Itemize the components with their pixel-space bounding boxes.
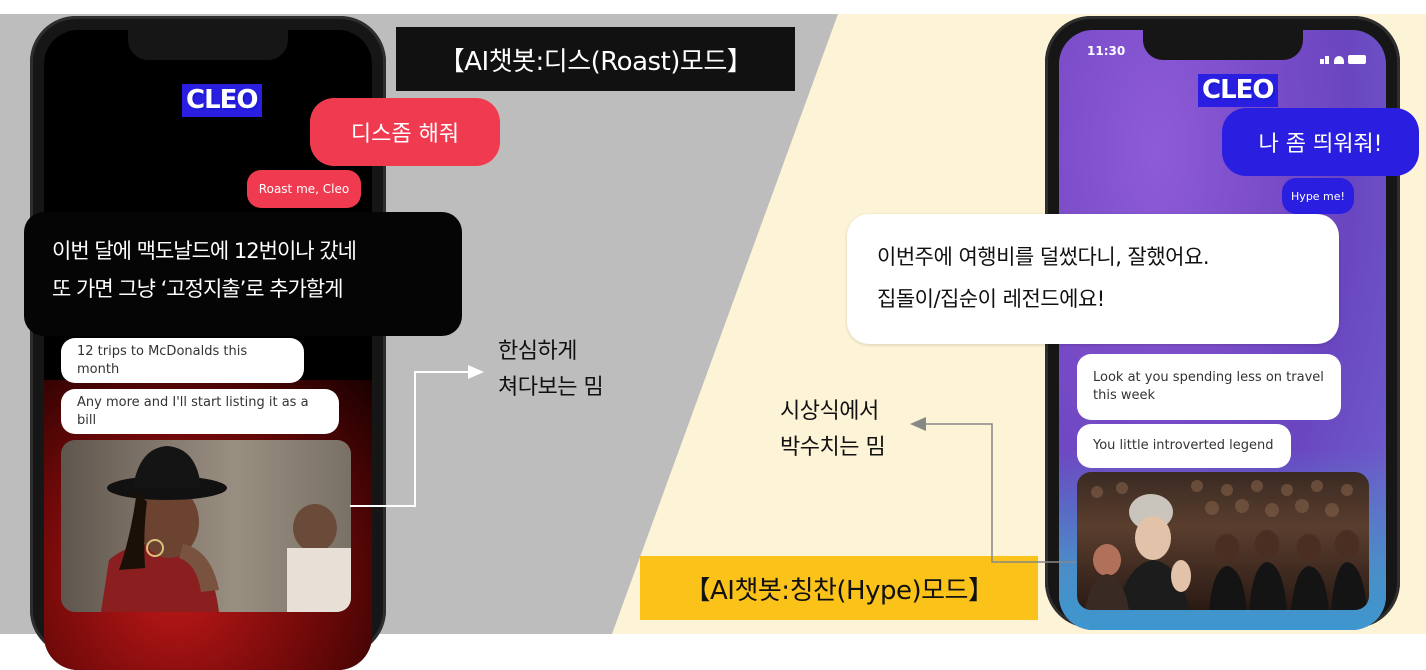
- signal-icon: [1320, 59, 1324, 64]
- roast-mode-title: 【AI챗봇:디스(Roast)모드】: [396, 27, 795, 91]
- hype-arrowhead-icon: [910, 417, 926, 431]
- hype-meme-illustration: [1085, 480, 1367, 610]
- roast-request-en-bubble: Roast me, Cleo: [247, 170, 361, 208]
- hype-mode-title-text: 【AI챗봇:칭찬(Hype)모드】: [684, 575, 994, 606]
- hype-reply-1: Look at you spending less on travel this…: [1077, 354, 1341, 420]
- hype-cleo-logo: CLEO: [1198, 74, 1278, 107]
- hype-caption-line1: 시상식에서: [780, 399, 879, 424]
- roast-reply-1-text: 12 trips to McDonalds this month: [77, 343, 248, 377]
- wifi-icon: [1334, 56, 1344, 64]
- roast-request-en-text: Roast me, Cleo: [258, 182, 350, 196]
- roast-overlay-line1: 이번 달에 맥도날드에 12번이나 갔네: [52, 239, 357, 263]
- hype-meme-image: [1077, 472, 1369, 610]
- roast-arrow-connector: [350, 371, 470, 507]
- roast-meme-image: [61, 440, 351, 612]
- roast-request-ko-text: 디스좀 해줘: [350, 122, 460, 147]
- roast-mode-title-text: 【AI챗봇:디스(Roast)모드】: [438, 46, 753, 77]
- roast-korean-overlay: 이번 달에 맥도날드에 12번이나 갔네 또 가면 그냥 ‘고정지출’로 추가할…: [24, 212, 462, 336]
- hype-status-icons: [1320, 45, 1370, 64]
- hype-reply-2: You little introverted legend: [1077, 424, 1291, 468]
- hype-request-ko-bubble: 나 좀 띄워줘!: [1222, 108, 1419, 176]
- roast-reply-2-text: Any more and I'll start listing it as a …: [77, 394, 309, 428]
- roast-overlay-line2: 또 가면 그냥 ‘고정지출’로 추가할게: [52, 277, 344, 301]
- roast-phone-notch: [128, 30, 288, 60]
- hype-request-en-text: Hype me!: [1291, 189, 1345, 203]
- roast-arrowhead-icon: [468, 365, 484, 379]
- signal-icon-bar: [1325, 56, 1329, 64]
- hype-request-en-bubble: Hype me!: [1282, 178, 1354, 214]
- hype-overlay-line2: 집돌이/집순이 레전드에요!: [877, 287, 1105, 311]
- roast-reply-1: 12 trips to McDonalds this month: [61, 338, 304, 383]
- roast-cleo-logo: CLEO: [182, 84, 262, 117]
- hype-korean-overlay: 이번주에 여행비를 덜썼다니, 잘했어요. 집돌이/집순이 레전드에요!: [847, 214, 1339, 344]
- hype-mode-title: 【AI챗봇:칭찬(Hype)모드】: [640, 556, 1038, 620]
- roast-meme-caption: 한심하게 쳐다보는 밈: [498, 334, 604, 406]
- roast-request-ko-bubble: 디스좀 해줘: [310, 98, 500, 166]
- hype-status-time: 11:30: [1087, 44, 1126, 58]
- connector-arrows: [350, 365, 1076, 563]
- roast-caption-line1: 한심하게: [498, 339, 577, 364]
- hype-meme-caption: 시상식에서 박수치는 밈: [780, 394, 886, 466]
- hype-caption-line2: 박수치는 밈: [780, 435, 886, 460]
- battery-icon: [1348, 55, 1366, 64]
- roast-meme-illustration: [61, 440, 351, 612]
- hype-request-ko-text: 나 좀 띄워줘!: [1258, 132, 1383, 157]
- hype-arrow-connector: [924, 423, 1076, 563]
- hype-reply-1-text: Look at you spending less on travel this…: [1093, 370, 1324, 403]
- roast-caption-line2: 쳐다보는 밈: [498, 375, 604, 400]
- hype-reply-2-text: You little introverted legend: [1093, 438, 1274, 453]
- hype-overlay-line1: 이번주에 여행비를 덜썼다니, 잘했어요.: [877, 245, 1210, 269]
- hype-phone-notch: [1143, 30, 1303, 60]
- roast-reply-2: Any more and I'll start listing it as a …: [61, 389, 339, 434]
